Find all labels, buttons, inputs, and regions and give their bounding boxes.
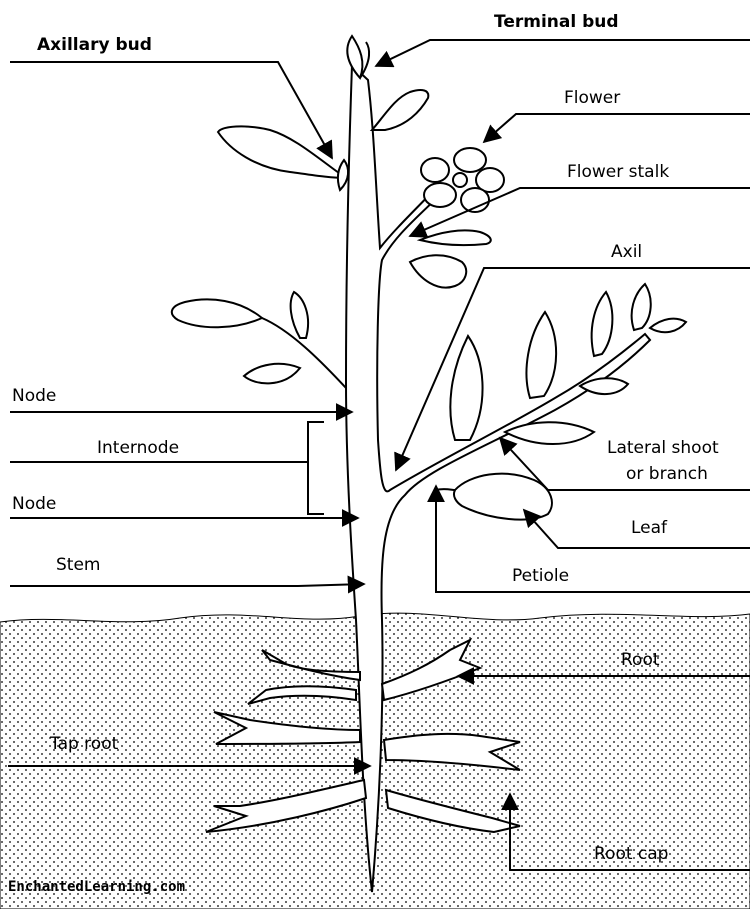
- lateral-leaf-4: [632, 284, 651, 330]
- label-lateral-shoot-line2: or branch: [626, 466, 708, 483]
- petiole: [435, 489, 455, 490]
- label-axil: Axil: [611, 244, 642, 261]
- label-root-cap: Root cap: [594, 846, 668, 863]
- axillary-bud: [338, 160, 348, 190]
- label-flower-stalk: Flower stalk: [567, 164, 669, 181]
- upper-leaf: [372, 90, 428, 130]
- flower-stalk-leaf: [420, 230, 491, 245]
- upper-left-leaf: [218, 126, 346, 178]
- axil-leaf: [410, 255, 466, 287]
- label-root: Root: [621, 652, 660, 669]
- petiole-leaf: [454, 474, 552, 520]
- lateral-leaf-2: [526, 312, 556, 398]
- left-leaf-3: [244, 364, 300, 384]
- label-stem: Stem: [56, 557, 100, 574]
- label-leaf: Leaf: [631, 520, 667, 537]
- flower: [421, 148, 504, 212]
- label-node-lower: Node: [12, 496, 56, 513]
- lateral-leaf-3: [592, 292, 613, 356]
- label-node-upper: Node: [12, 388, 56, 405]
- label-petiole: Petiole: [512, 568, 569, 585]
- credit-text: EnchantedLearning.com: [8, 880, 185, 894]
- label-terminal-bud: Terminal bud: [494, 14, 619, 31]
- lateral-leaf-5: [650, 319, 686, 333]
- label-axillary-bud: Axillary bud: [37, 37, 152, 54]
- label-tap-root: Tap root: [50, 736, 118, 753]
- left-leaf-1: [172, 299, 262, 327]
- label-flower: Flower: [564, 90, 620, 107]
- label-lateral-shoot-line1: Lateral shoot: [607, 440, 719, 457]
- left-leaf-2: [291, 292, 308, 338]
- terminal-bud: [347, 36, 369, 78]
- lateral-leaf-1: [450, 336, 482, 440]
- label-internode: Internode: [97, 440, 179, 457]
